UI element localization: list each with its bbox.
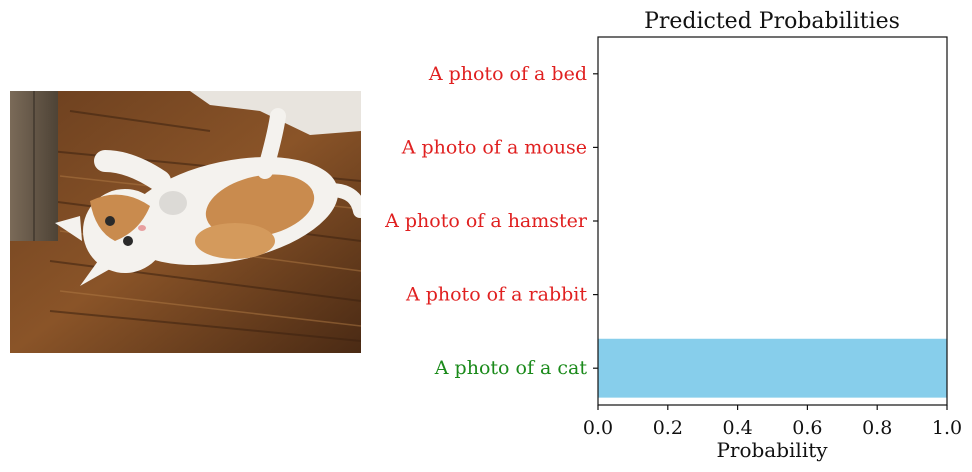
cat-photo — [10, 91, 361, 353]
x-axis-label: Probability — [716, 438, 828, 462]
x-tick-label-5: 1.0 — [932, 417, 962, 439]
x-tick-label-1: 0.2 — [653, 417, 683, 439]
y-tick-label-1: A photo of a rabbit — [405, 284, 587, 306]
x-tick-label-3: 0.6 — [792, 417, 822, 439]
plot-frame — [597, 36, 948, 406]
y-tick-label-2: A photo of a hamster — [384, 210, 588, 232]
y-tick-label-4: A photo of a bed — [428, 63, 587, 85]
y-tick-label-0: A photo of a cat — [434, 357, 588, 379]
x-tick-label-2: 0.4 — [722, 417, 752, 439]
x-tick-label-0: 0.0 — [583, 417, 613, 439]
bar-0 — [598, 338, 947, 398]
chart-title: Predicted Probabilities — [644, 9, 900, 34]
x-tick-label-4: 0.8 — [862, 417, 892, 439]
y-tick-label-3: A photo of a mouse — [401, 136, 587, 158]
